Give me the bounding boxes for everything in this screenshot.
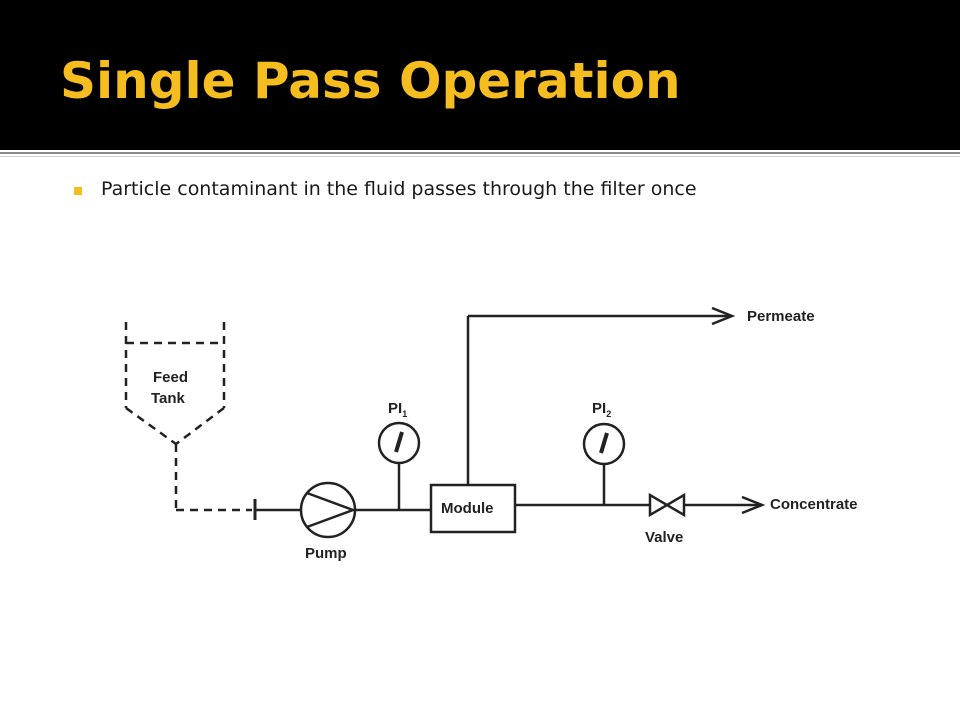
title-bar: Single Pass Operation [0,0,960,150]
slide-title: Single Pass Operation [60,52,681,110]
permeate-label: Permeate [747,308,815,325]
pump-icon [299,481,357,539]
concentrate-line [684,495,766,515]
permeate-line [466,306,736,485]
pressure-gauge-2-icon [582,422,626,505]
feed-tank [124,322,252,512]
title-divider-thin [0,156,960,157]
valve-icon [648,492,686,518]
concentrate-label: Concentrate [770,496,858,513]
bullet-text: Particle contaminant in the fluid passes… [101,178,697,200]
feed-label: Feed [153,369,188,386]
pump-label: Pump [305,545,347,562]
pi2-label: PI2 [592,400,611,419]
pi1-label: PI1 [388,400,407,419]
valve-label: Valve [645,529,683,546]
module-label: Module [441,500,494,517]
bullet-square-icon [74,187,82,195]
title-divider [0,152,960,154]
tank-label: Tank [151,390,186,407]
module-box [429,483,517,534]
pressure-gauge-1-icon [377,421,421,510]
